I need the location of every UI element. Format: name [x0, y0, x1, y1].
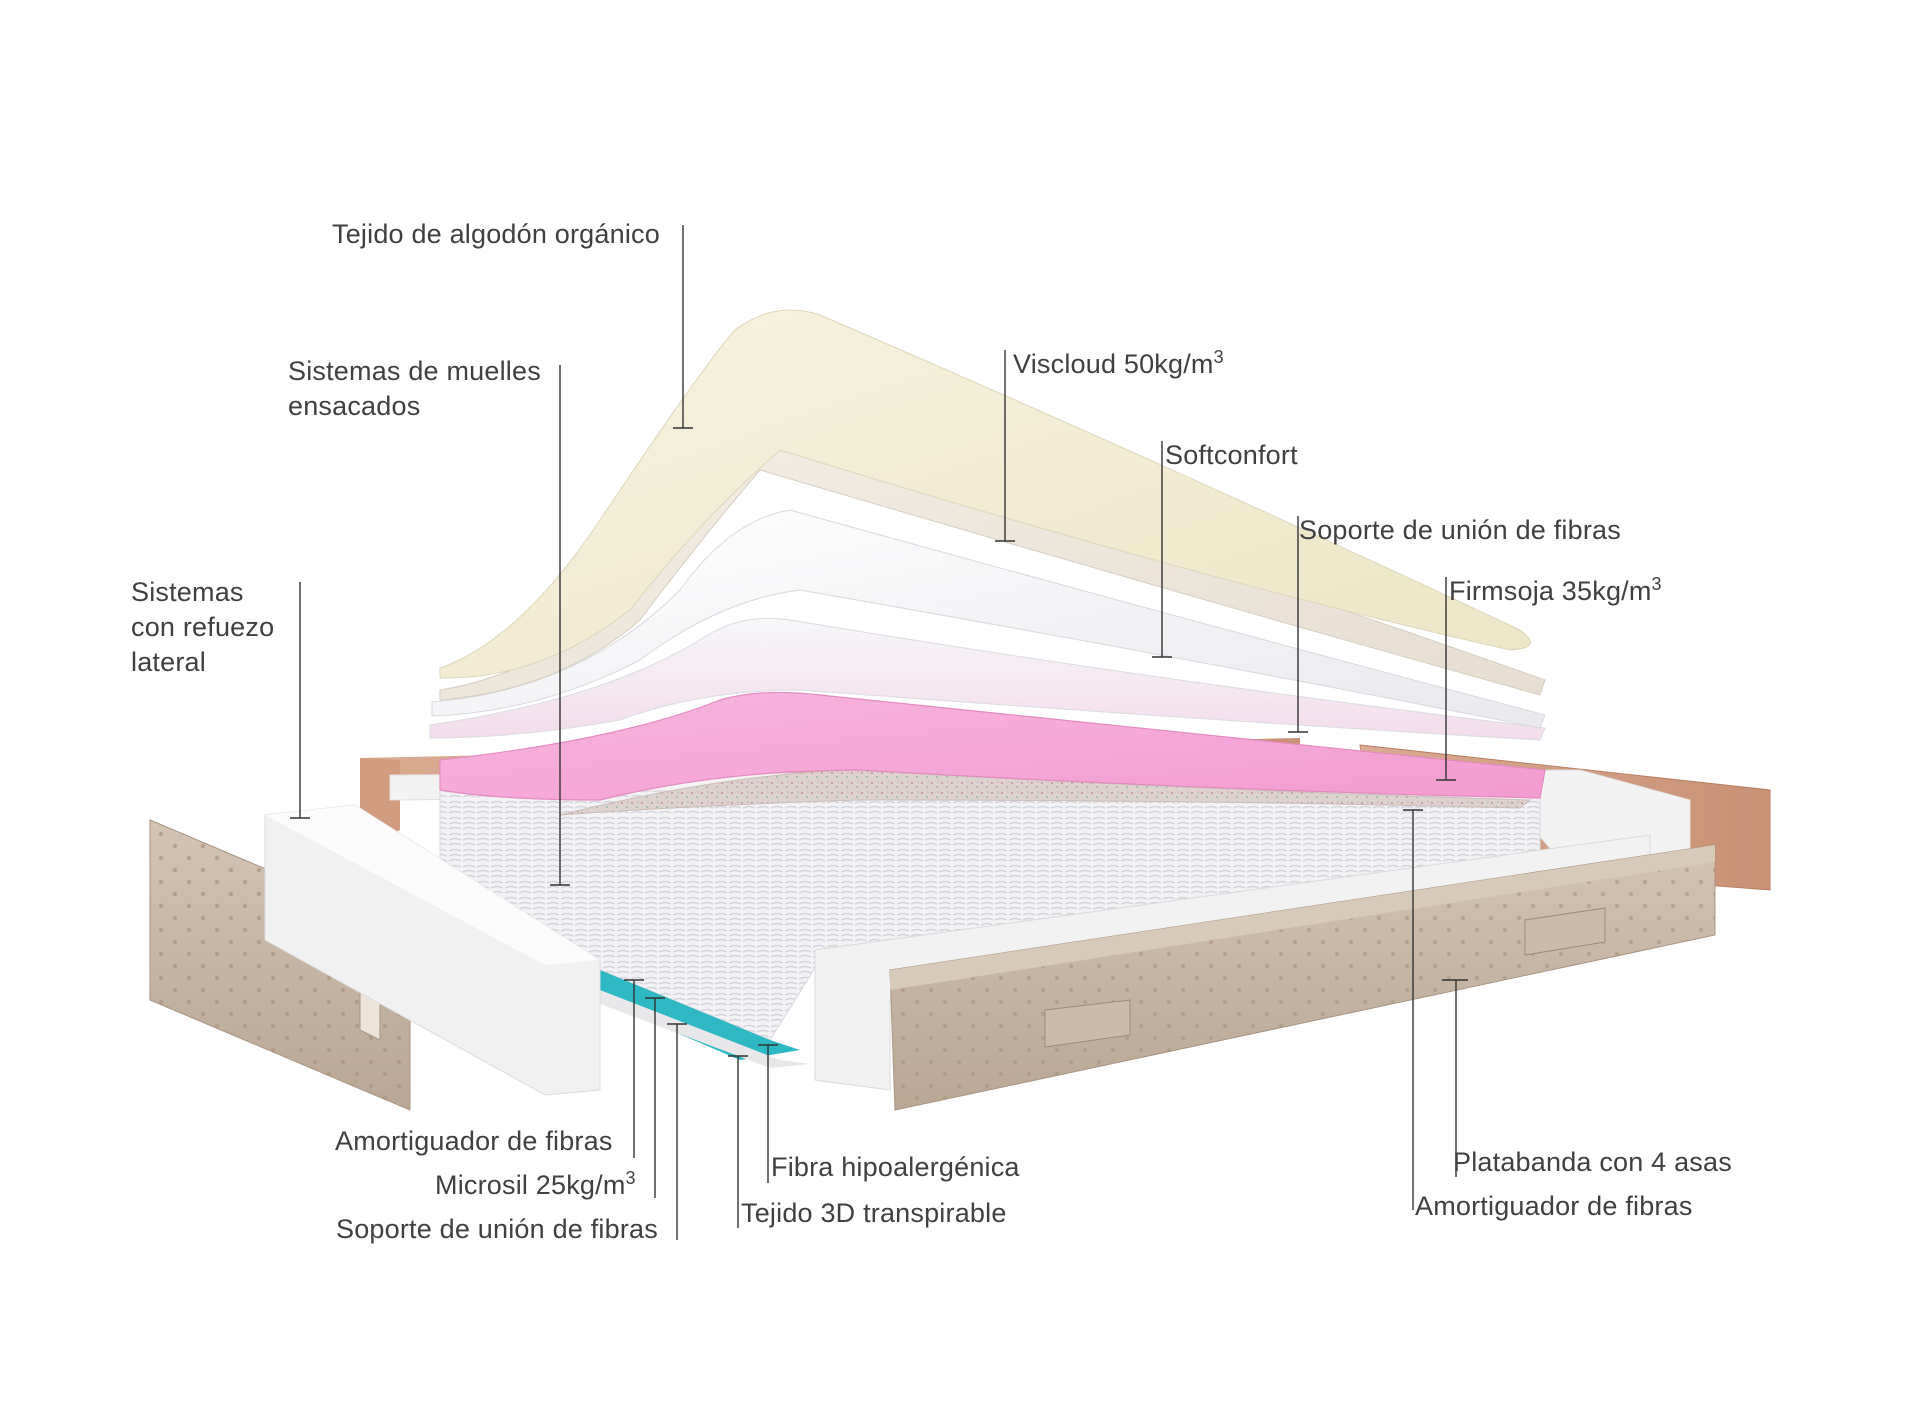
left-foam-rail — [264, 804, 601, 1096]
label-soporte-union-top: Soporte de unión de fibras — [1299, 515, 1621, 545]
cube-superscript: 3 — [1651, 574, 1662, 594]
cube-superscript: 3 — [625, 1168, 636, 1188]
label-softconfort: Softconfort — [1165, 440, 1298, 470]
label-firmsoja: Firmsoja 35kg/m3 — [1449, 574, 1662, 606]
label-sistemas-muelles-line1: Sistemas de muelles — [288, 356, 541, 386]
label-sistemas-refuerzo: Sistemas con refuezo lateral — [131, 575, 274, 680]
label-tejido-3d: Tejido 3D transpirable — [741, 1198, 1007, 1228]
label-soporte-union-bottom: Soporte de unión de fibras — [336, 1214, 658, 1244]
cube-superscript: 3 — [1213, 347, 1224, 367]
firmsoja-layer — [439, 691, 1546, 801]
soporte-union-layer — [429, 617, 1546, 741]
handle-front-right — [1524, 907, 1606, 956]
label-fibra-hipoalergenica: Fibra hipoalergénica — [771, 1152, 1020, 1182]
label-sistemas-muelles: Sistemas de muelles ensacados — [288, 354, 541, 424]
label-sistemas-muelles-line2: ensacados — [288, 391, 421, 421]
label-amortiguador-left: Amortiguador de fibras — [335, 1126, 613, 1156]
label-amortiguador-right: Amortiguador de fibras — [1415, 1191, 1693, 1221]
leader-lines — [290, 225, 1468, 1240]
cotton-fabric-layer — [439, 309, 1531, 679]
label-tejido-algodon: Tejido de algodón orgánico — [332, 219, 660, 249]
softconfort-layer — [431, 509, 1546, 729]
label-viscloud: Viscloud 50kg/m3 — [1013, 347, 1224, 379]
front-platabanda-panel — [889, 844, 1716, 1111]
label-microsil: Microsil 25kg/m3 — [435, 1168, 636, 1200]
label-refuerzo-line2: con refuezo — [131, 612, 275, 642]
label-refuerzo-line1: Sistemas — [131, 577, 244, 607]
label-refuerzo-line3: lateral — [131, 647, 206, 677]
handle-front-left — [1044, 999, 1131, 1048]
fiber-support-layer — [559, 769, 1532, 816]
label-platabanda: Platabanda con 4 asas — [1453, 1147, 1732, 1177]
pocket-springs-core — [439, 789, 1541, 1068]
